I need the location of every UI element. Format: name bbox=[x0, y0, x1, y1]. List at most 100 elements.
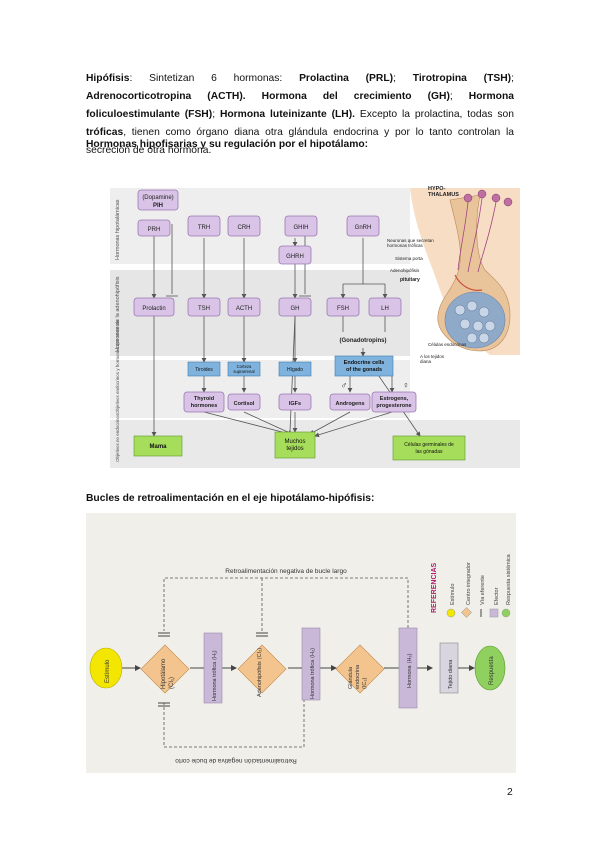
thyroid-gland-label: Tiroides bbox=[195, 367, 213, 373]
thyroid-gland-box bbox=[187, 361, 221, 377]
target-tissue-node bbox=[439, 642, 459, 694]
legend-systemic-swatch bbox=[501, 608, 511, 618]
pih-label: PIH bbox=[153, 203, 163, 209]
legend-title: REFERENCIAS bbox=[431, 562, 438, 613]
germ-cells-box bbox=[392, 435, 466, 461]
pituitary-label: pituitary bbox=[400, 277, 420, 283]
section-heading-feedback: Bucles de retroalimentación en el eje hi… bbox=[86, 493, 375, 504]
stimulus-label: Estímulo bbox=[105, 659, 111, 683]
feedback-loops-figure: REFERENCIAS Estímulo Centro integrador V… bbox=[86, 513, 516, 773]
prolactin-label: Prolactin bbox=[142, 306, 165, 312]
legend-stimulus-label: Estímulo bbox=[450, 584, 456, 605]
response-node bbox=[474, 645, 506, 691]
trh-label: TRH bbox=[198, 225, 210, 231]
hypothalamus-label: Hipotálamo(CI₁) bbox=[161, 658, 175, 689]
hypothalamus-label: HYPO-THALAMUS bbox=[428, 186, 459, 198]
adenohypophysis-node bbox=[237, 644, 287, 694]
tsh-label: TSH bbox=[198, 306, 210, 312]
endocrine-gland-label: Glándulaendocrina(IC₃) bbox=[348, 664, 368, 689]
term-hipofisis: Hipófisis bbox=[86, 73, 130, 84]
ghrh-box bbox=[278, 245, 312, 265]
female-symbol: ♀ bbox=[403, 380, 410, 390]
liver-box bbox=[278, 361, 312, 377]
mama-box bbox=[133, 435, 183, 457]
dopamine-pih-box bbox=[137, 189, 179, 211]
gh-box bbox=[278, 297, 312, 317]
androgens-label: Androgens bbox=[335, 401, 364, 407]
legend-integrator-label: Centro integrador bbox=[466, 562, 472, 605]
legend-efferent-label: Vía eferente bbox=[480, 575, 486, 605]
legend-integrator-swatch bbox=[461, 607, 472, 618]
portal-system-label: Sistema porta bbox=[395, 256, 423, 261]
legend-effector-swatch bbox=[489, 608, 499, 618]
row-label-endocrine-targets: Objetivos endocrinos y hormonas que secr… bbox=[115, 319, 120, 414]
mama-label: Mama bbox=[149, 444, 167, 450]
liver-label: Hígado bbox=[287, 367, 303, 373]
row-label-non-endocrine: Objetivos no endocrinos bbox=[115, 413, 120, 462]
gonadotropins-label: (Gonadotropins) bbox=[340, 338, 387, 344]
gonad-endocrine-cells-box bbox=[334, 355, 394, 377]
igfs-box bbox=[278, 393, 312, 411]
section-heading-hormones: Hormonas hipofisarias y su regulación po… bbox=[86, 139, 369, 150]
legend-effector-label: Efector bbox=[494, 587, 500, 605]
gnrh-label: GnRH bbox=[355, 225, 372, 231]
target-tissue-label: Tejido diana bbox=[448, 659, 454, 689]
prolactin-box bbox=[133, 297, 175, 317]
crh-label: CRH bbox=[238, 225, 251, 231]
cortisol-box bbox=[227, 393, 261, 411]
adenohypophysis-label: Adenohipófisis(CI₂) bbox=[257, 648, 263, 697]
hypothalamus-node bbox=[140, 644, 190, 694]
trophic-hormone-1-node bbox=[203, 632, 223, 704]
ghih-label: GHIH bbox=[294, 225, 309, 231]
response-label: Respuesta bbox=[489, 656, 495, 685]
adenohypophysis-label: Adenohipófisis bbox=[390, 268, 420, 273]
adrenal-cortex-box bbox=[227, 361, 261, 377]
trophic-hormone-2-label: Hormona trófica(H₂) bbox=[310, 648, 316, 699]
hormone-3-node bbox=[398, 627, 418, 709]
legend: REFERENCIAS Estímulo Centro integrador V… bbox=[416, 521, 514, 621]
pituitary-regulation-figure: Hormonas hipotalámicas Hormonas de la ad… bbox=[110, 180, 520, 470]
trophic-hormone-1-label: Hormona trófica(H₁) bbox=[212, 650, 218, 701]
trophic-hormone-2-node bbox=[301, 627, 321, 701]
crh-box bbox=[227, 215, 261, 237]
endocrine-cells-label: Células endocrinas bbox=[428, 342, 467, 347]
row-label-hypothalamic: Hormonas hipotalámicas bbox=[115, 199, 121, 260]
row-label-adenohypophysis: Hormonas de la adenohipófisis bbox=[115, 276, 121, 352]
hormone-3-label: Hormona(H₃) bbox=[407, 653, 413, 688]
androgens-box bbox=[329, 393, 371, 411]
tsh-box bbox=[187, 297, 221, 317]
ghrh-label: GHRH bbox=[286, 254, 304, 260]
endocrine-gland-node bbox=[335, 644, 385, 694]
acth-label: ACTH bbox=[236, 306, 252, 312]
short-loop-label: Retroalimentación negativa de bucle cort… bbox=[175, 757, 297, 764]
estrogens-box bbox=[371, 391, 417, 413]
long-loop-label: Retroalimentación negativa de bucle larg… bbox=[225, 568, 347, 575]
cortisol-label: Cortisol bbox=[234, 401, 255, 407]
legend-systemic-label: Respuesta sistémica bbox=[506, 553, 512, 605]
estrogens-label: Estrogens,progesterone bbox=[376, 396, 411, 409]
thyroid-hormones-box bbox=[183, 391, 225, 413]
fsh-box bbox=[326, 297, 360, 317]
prh-label: PRH bbox=[148, 227, 161, 233]
lh-box bbox=[368, 297, 402, 317]
prh-box bbox=[137, 219, 171, 237]
male-symbol: ♂ bbox=[341, 380, 348, 390]
page-number: 2 bbox=[507, 787, 513, 798]
gh-label: GH bbox=[291, 306, 300, 312]
many-tissues-box bbox=[274, 431, 316, 459]
trh-box bbox=[187, 215, 221, 237]
neuron-cells bbox=[463, 189, 513, 207]
dopamine-label: (Dopamine) bbox=[142, 195, 173, 201]
igfs-label: IGFs bbox=[289, 401, 301, 407]
lh-label: LH bbox=[381, 306, 389, 312]
legend-stimulus-swatch bbox=[446, 608, 456, 618]
acth-box bbox=[227, 297, 261, 317]
